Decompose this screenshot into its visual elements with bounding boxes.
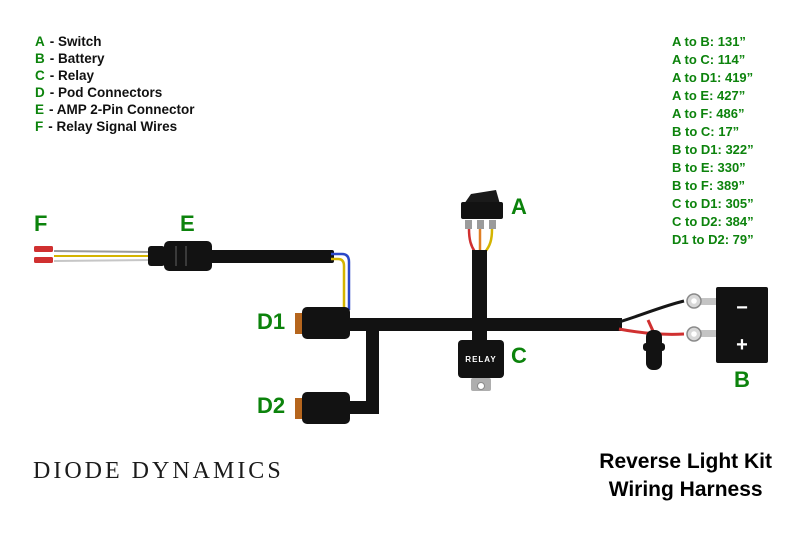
crimp-terminal xyxy=(489,220,496,229)
crimp-terminal xyxy=(465,220,472,229)
switch-a xyxy=(461,190,503,253)
measurement: A to C: 114” xyxy=(672,52,746,67)
measurement-list: A to B: 131” A to C: 114” A to D1: 419” … xyxy=(672,33,754,249)
product-title: Reverse Light Kit Wiring Harness xyxy=(599,448,772,504)
diagram-label-d2: D2 xyxy=(257,393,286,418)
measurement: A to F: 486” xyxy=(672,106,745,121)
spade-terminal xyxy=(34,246,53,252)
battery-negative-mark: − xyxy=(736,297,748,319)
legend-label: - Battery xyxy=(49,51,105,66)
legend-item: F - Relay Signal Wires xyxy=(35,118,195,135)
legend-item: B - Battery xyxy=(35,50,195,67)
relay-label: RELAY xyxy=(465,355,496,364)
measurement: A to D1: 419” xyxy=(672,70,754,85)
legend-label: - Relay xyxy=(49,68,95,83)
pod-connector-d1 xyxy=(295,307,350,339)
d2-branch-vertical xyxy=(366,325,379,414)
relay-cable xyxy=(472,250,487,342)
product-title-line1: Reverse Light Kit xyxy=(599,450,772,473)
measurement: C to D1: 305” xyxy=(672,196,754,211)
battery-positive-mark: + xyxy=(736,334,748,356)
measurement: A to B: 131” xyxy=(672,34,746,49)
main-cable-run xyxy=(210,250,334,263)
switch-body xyxy=(461,202,503,219)
diagram-label-c: C xyxy=(511,343,527,368)
brand-logo: DIODE DYNAMICS xyxy=(33,458,284,484)
legend-label: - AMP 2-Pin Connector xyxy=(49,102,195,117)
legend-item: D - Pod Connectors xyxy=(35,84,195,101)
switch-rocker xyxy=(464,190,500,204)
battery-b: − + xyxy=(716,287,768,363)
battery-body xyxy=(716,287,768,363)
measurement: B to E: 330” xyxy=(672,160,746,175)
diagram-label-d1: D1 xyxy=(257,309,286,334)
product-title-line2: Wiring Harness xyxy=(608,478,763,501)
battery-leads xyxy=(618,299,685,336)
diagram-label-b: B xyxy=(734,367,750,392)
ring-terminals xyxy=(686,293,718,342)
legend-label: - Switch xyxy=(49,34,102,49)
legend-label: - Pod Connectors xyxy=(49,85,163,100)
measurement: B to C: 17” xyxy=(672,124,740,139)
crimp-terminal xyxy=(477,220,484,229)
diagram-label-f: F xyxy=(34,211,48,236)
diagram-label-e: E xyxy=(180,211,195,236)
measurement: C to D2: 384” xyxy=(672,214,754,229)
legend-item: E - AMP 2-Pin Connector xyxy=(35,101,195,118)
legend-key: A xyxy=(35,34,45,49)
measurement: B to D1: 322” xyxy=(672,142,754,157)
fuse-lead xyxy=(646,319,655,332)
ground-wire xyxy=(618,299,685,324)
measurement: B to F: 389” xyxy=(672,178,745,193)
legend-key: C xyxy=(35,68,45,83)
relay-c: RELAY xyxy=(458,340,504,391)
pod-connector-d2 xyxy=(295,392,350,424)
d1-feed-wires xyxy=(331,252,351,310)
measurement: A to E: 427” xyxy=(672,88,746,103)
amp-connector-e xyxy=(148,241,212,271)
legend-key: D xyxy=(35,85,45,100)
measurement: D1 to D2: 79” xyxy=(672,232,754,247)
d2-branch-horizontal xyxy=(348,401,378,414)
spade-terminal xyxy=(34,257,53,263)
legend-label: - Relay Signal Wires xyxy=(48,119,178,134)
legend-key: B xyxy=(35,51,45,66)
legend-key: E xyxy=(35,102,45,117)
legend-item: A - Switch xyxy=(35,33,195,50)
fuse-holder xyxy=(643,330,665,370)
diagram-label-a: A xyxy=(511,194,527,219)
relay-signal-wires-f xyxy=(34,246,153,263)
relay-body xyxy=(458,340,504,378)
legend-key: F xyxy=(35,119,44,134)
legend: A - Switch B - Battery C - Relay D - Pod Con… xyxy=(35,33,195,135)
legend-item: C - Relay xyxy=(35,67,195,84)
relay-mount-hole xyxy=(477,382,485,390)
